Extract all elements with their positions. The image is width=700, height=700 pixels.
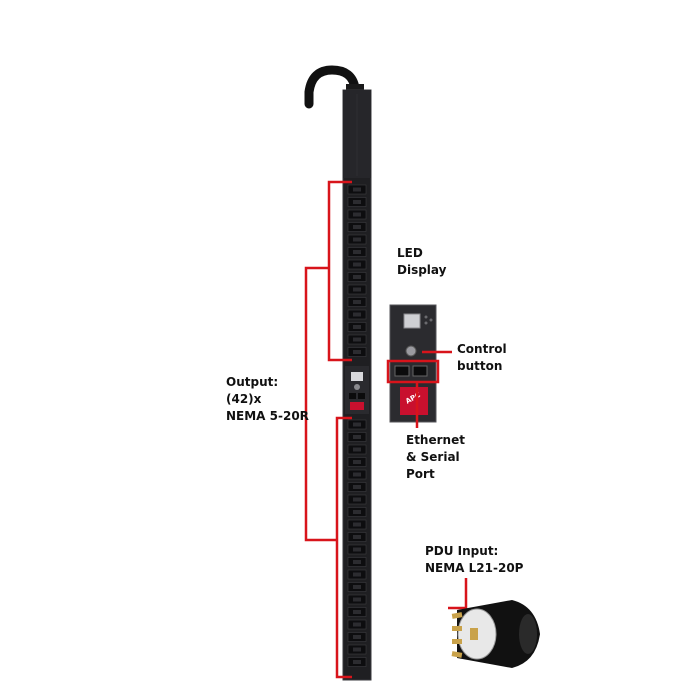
outlet-slot [353,200,361,204]
control-button-closeup [405,345,417,357]
input-label-line1: PDU Input: [425,544,499,558]
led-display-closeup [403,313,421,329]
outlet-slot [353,485,361,489]
output-label-line2: (42)x [226,392,262,406]
outlet-slot [353,472,361,477]
module-closeup: APC [386,304,452,428]
output-label-line3: NEMA 5-20R [226,409,309,423]
outlet-slot [353,447,361,452]
outlet-slot [353,212,361,217]
outlet-slot [353,510,361,514]
port-callout-box [386,359,440,384]
outlet-slot [353,237,361,242]
outlet-slot [353,312,361,317]
network-management-module [345,366,369,414]
output-callout-label: Output: (42)x NEMA 5-20R [226,374,309,425]
led-label-line1: LED [397,246,423,260]
outlet-slot [353,635,361,639]
control-callout-label: Control button [457,341,507,375]
ethernet-label-line1: Ethernet [406,433,465,447]
outlet-slot [353,610,361,614]
outlet-slot [353,585,361,589]
ethernet-port-small [349,393,356,399]
outlet-slot [353,422,361,427]
serial-port-closeup [412,365,428,377]
apc-logo-small [350,402,364,410]
power-cord [304,65,360,109]
outlet-slot [353,522,361,527]
output-bracket [304,180,352,679]
outlet-slot [353,460,361,464]
outlet-slot [353,250,361,254]
outlets-lower-bank [347,419,367,667]
ethernet-callout-label: Ethernet & Serial Port [406,432,465,483]
outlet-slot [353,300,361,304]
led-callout-label: LED Display [397,245,446,279]
outlet-slot [353,497,361,502]
outlet-slot [353,325,361,329]
cord-strain-relief [346,84,364,94]
ethernet-label-line3: Port [406,467,435,481]
outlet-slot [353,647,361,652]
outlet-slot [353,660,361,664]
led-display-small [351,372,363,381]
control-label-line1: Control [457,342,507,356]
led-label-line2: Display [397,263,447,277]
outlet-slot [353,275,361,279]
outlet-slot [353,187,361,192]
outlet-slot [353,337,361,342]
outlet-slot [353,535,361,539]
ethernet-port-closeup [394,365,410,377]
control-label-line2: button [457,359,503,373]
outlet-slot [353,622,361,627]
outlets-upper-bank [347,184,367,357]
outlet-slot [353,547,361,552]
input-callout-line [448,578,468,610]
pdu-strip [342,89,372,681]
outlet-slot [353,225,361,229]
outlet-slot [353,435,361,439]
ethernet-label-line2: & Serial [406,450,460,464]
outlet-slot [353,350,361,354]
outlet-slot [353,560,361,564]
input-callout-label: PDU Input: NEMA L21-20P [425,543,523,577]
input-label-line2: NEMA L21-20P [425,561,524,575]
twist-lock-plug-icon [448,578,540,668]
serial-port-small [358,393,365,399]
outlet-slot [353,287,361,292]
apc-logo-closeup [400,387,428,415]
outlet-slot [353,262,361,267]
output-label-line1: Output: [226,375,279,389]
control-button-small [354,384,360,390]
outlet-slot [353,572,361,577]
outlet-slot [353,597,361,602]
